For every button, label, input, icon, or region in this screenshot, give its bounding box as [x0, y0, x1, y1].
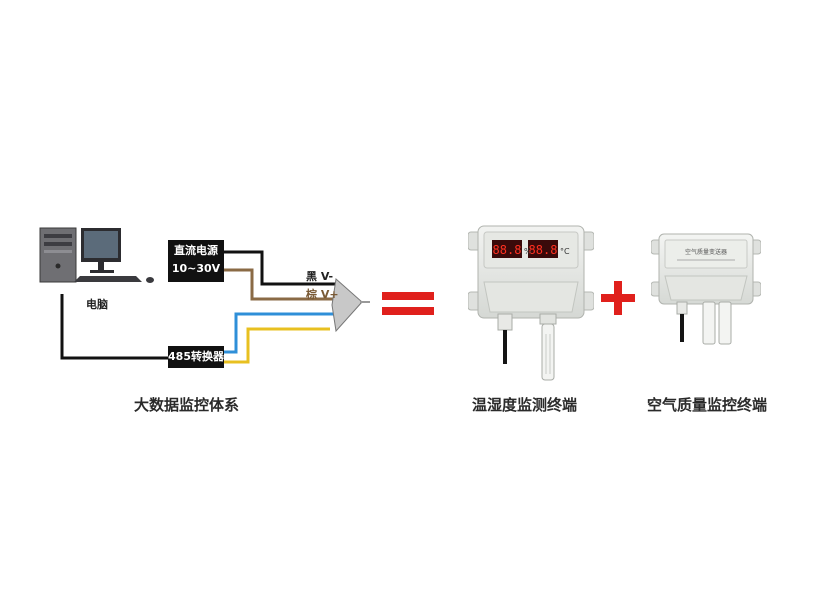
converter-label: 485转换器 — [168, 350, 224, 363]
power-supply-line1: 直流电源 — [174, 244, 218, 257]
equals-bar-top — [382, 292, 434, 300]
cable-sheath — [331, 278, 363, 333]
wire-yellow — [222, 327, 330, 364]
wire-black-label: 黑 V- — [306, 270, 334, 283]
wire-brown-label: 棕 V+ — [306, 288, 339, 301]
svg-text:88.8: 88.8 — [529, 243, 558, 257]
computer-label: 电脑 — [86, 298, 108, 311]
temp-humidity-device: 88.8 88.8 % °C — [468, 225, 594, 381]
caption-temp-humidity: 温湿度监测终端 — [472, 396, 578, 414]
computer-icon — [39, 227, 154, 283]
power-supply-line2: 10~30V — [171, 262, 221, 275]
temp-unit: °C — [560, 247, 570, 256]
computer-to-converter-wire — [60, 294, 170, 360]
power-supply-box: 直流电源 10~30V — [168, 240, 224, 282]
wire-brown — [220, 268, 340, 301]
wire-black — [220, 250, 340, 286]
converter-box: 485转换器 — [168, 346, 224, 368]
aq-device-text: 空气质量变送器 — [685, 248, 727, 256]
wire-blue — [222, 312, 336, 354]
plus-bar-vertical — [614, 281, 622, 315]
computer-illustration — [38, 226, 158, 296]
humidity-unit: % — [524, 247, 532, 256]
svg-text:88.8: 88.8 — [493, 243, 522, 257]
caption-system: 大数据监控体系 — [134, 396, 240, 414]
equals-sign — [382, 292, 434, 318]
caption-air-quality: 空气质量监控终端 — [647, 396, 768, 414]
equals-bar-bottom — [382, 307, 434, 315]
plus-sign — [601, 281, 635, 315]
air-quality-device: 空气质量变送器 — [651, 233, 761, 345]
